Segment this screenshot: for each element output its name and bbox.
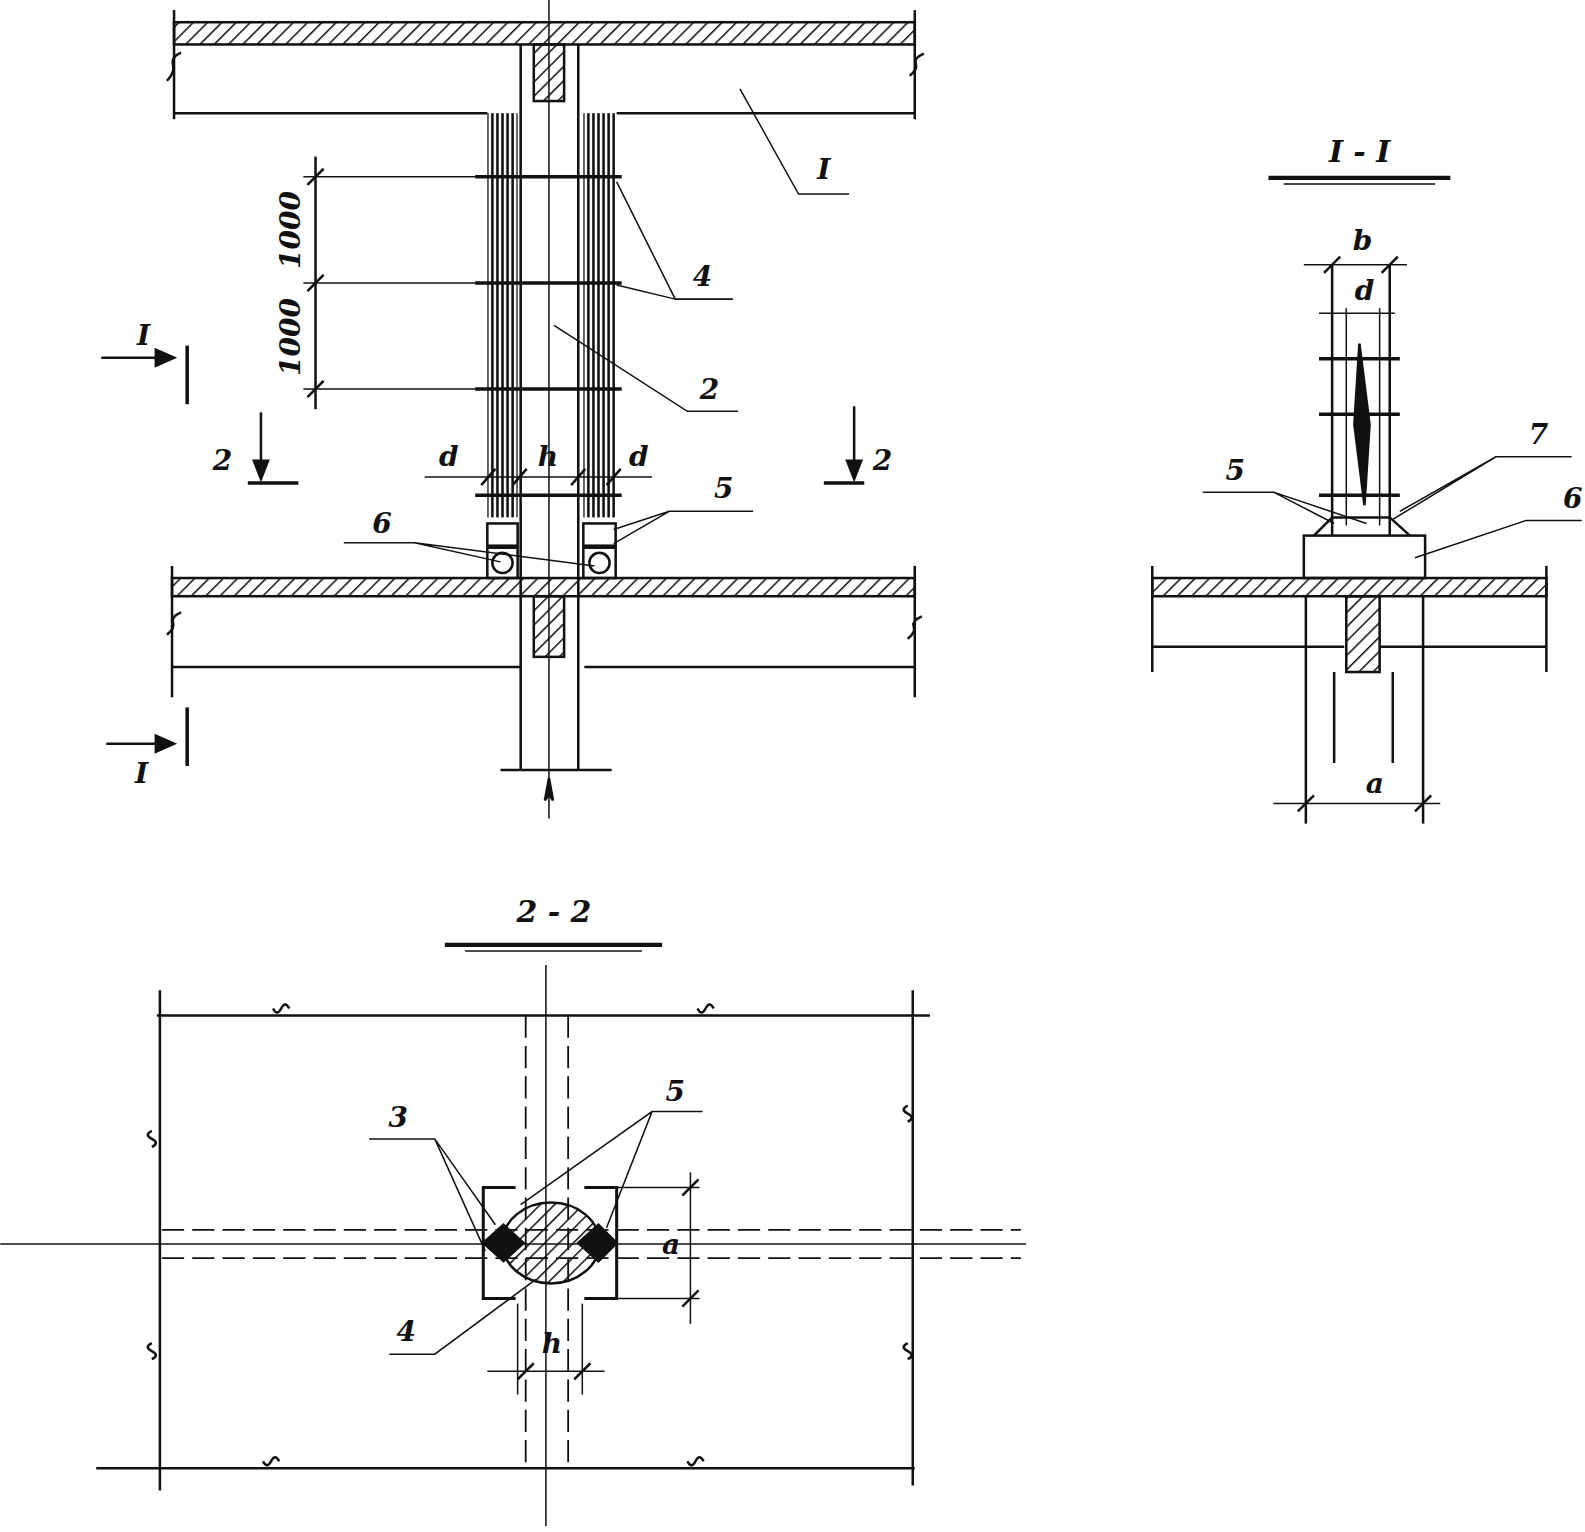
section-title: I - I (1327, 137, 1392, 167)
dimension: d (437, 443, 461, 471)
callout-number: 5 (712, 475, 735, 503)
callout-number: 5 (663, 1078, 686, 1106)
part-label: I (815, 156, 832, 184)
dimension: a (1364, 770, 1386, 798)
section-title: 2 - 2 (514, 897, 593, 927)
dimension: h (536, 443, 560, 471)
dimension: d (1353, 277, 1377, 305)
callout-number: 6 (370, 510, 393, 538)
callout-number: 6 (1561, 485, 1584, 513)
dimension: 1000 (277, 296, 305, 378)
section-mark: I (133, 760, 150, 788)
callout-number: 7 (1527, 421, 1550, 449)
section-mark: 2 (871, 447, 894, 475)
callout-number: 3 (387, 1104, 410, 1132)
dimension: d (627, 443, 651, 471)
section-mark: 2 (211, 447, 234, 475)
dimension: a (660, 1231, 682, 1259)
dimension: b (1351, 227, 1375, 255)
dimension: 1000 (277, 190, 305, 272)
callout-number: 4 (395, 1318, 418, 1346)
dimension: h (540, 1330, 564, 1358)
callout-number: 4 (691, 263, 714, 291)
section-mark: I (135, 322, 152, 350)
callout-number: 2 (698, 376, 721, 404)
callout-number: 5 (1223, 457, 1246, 485)
